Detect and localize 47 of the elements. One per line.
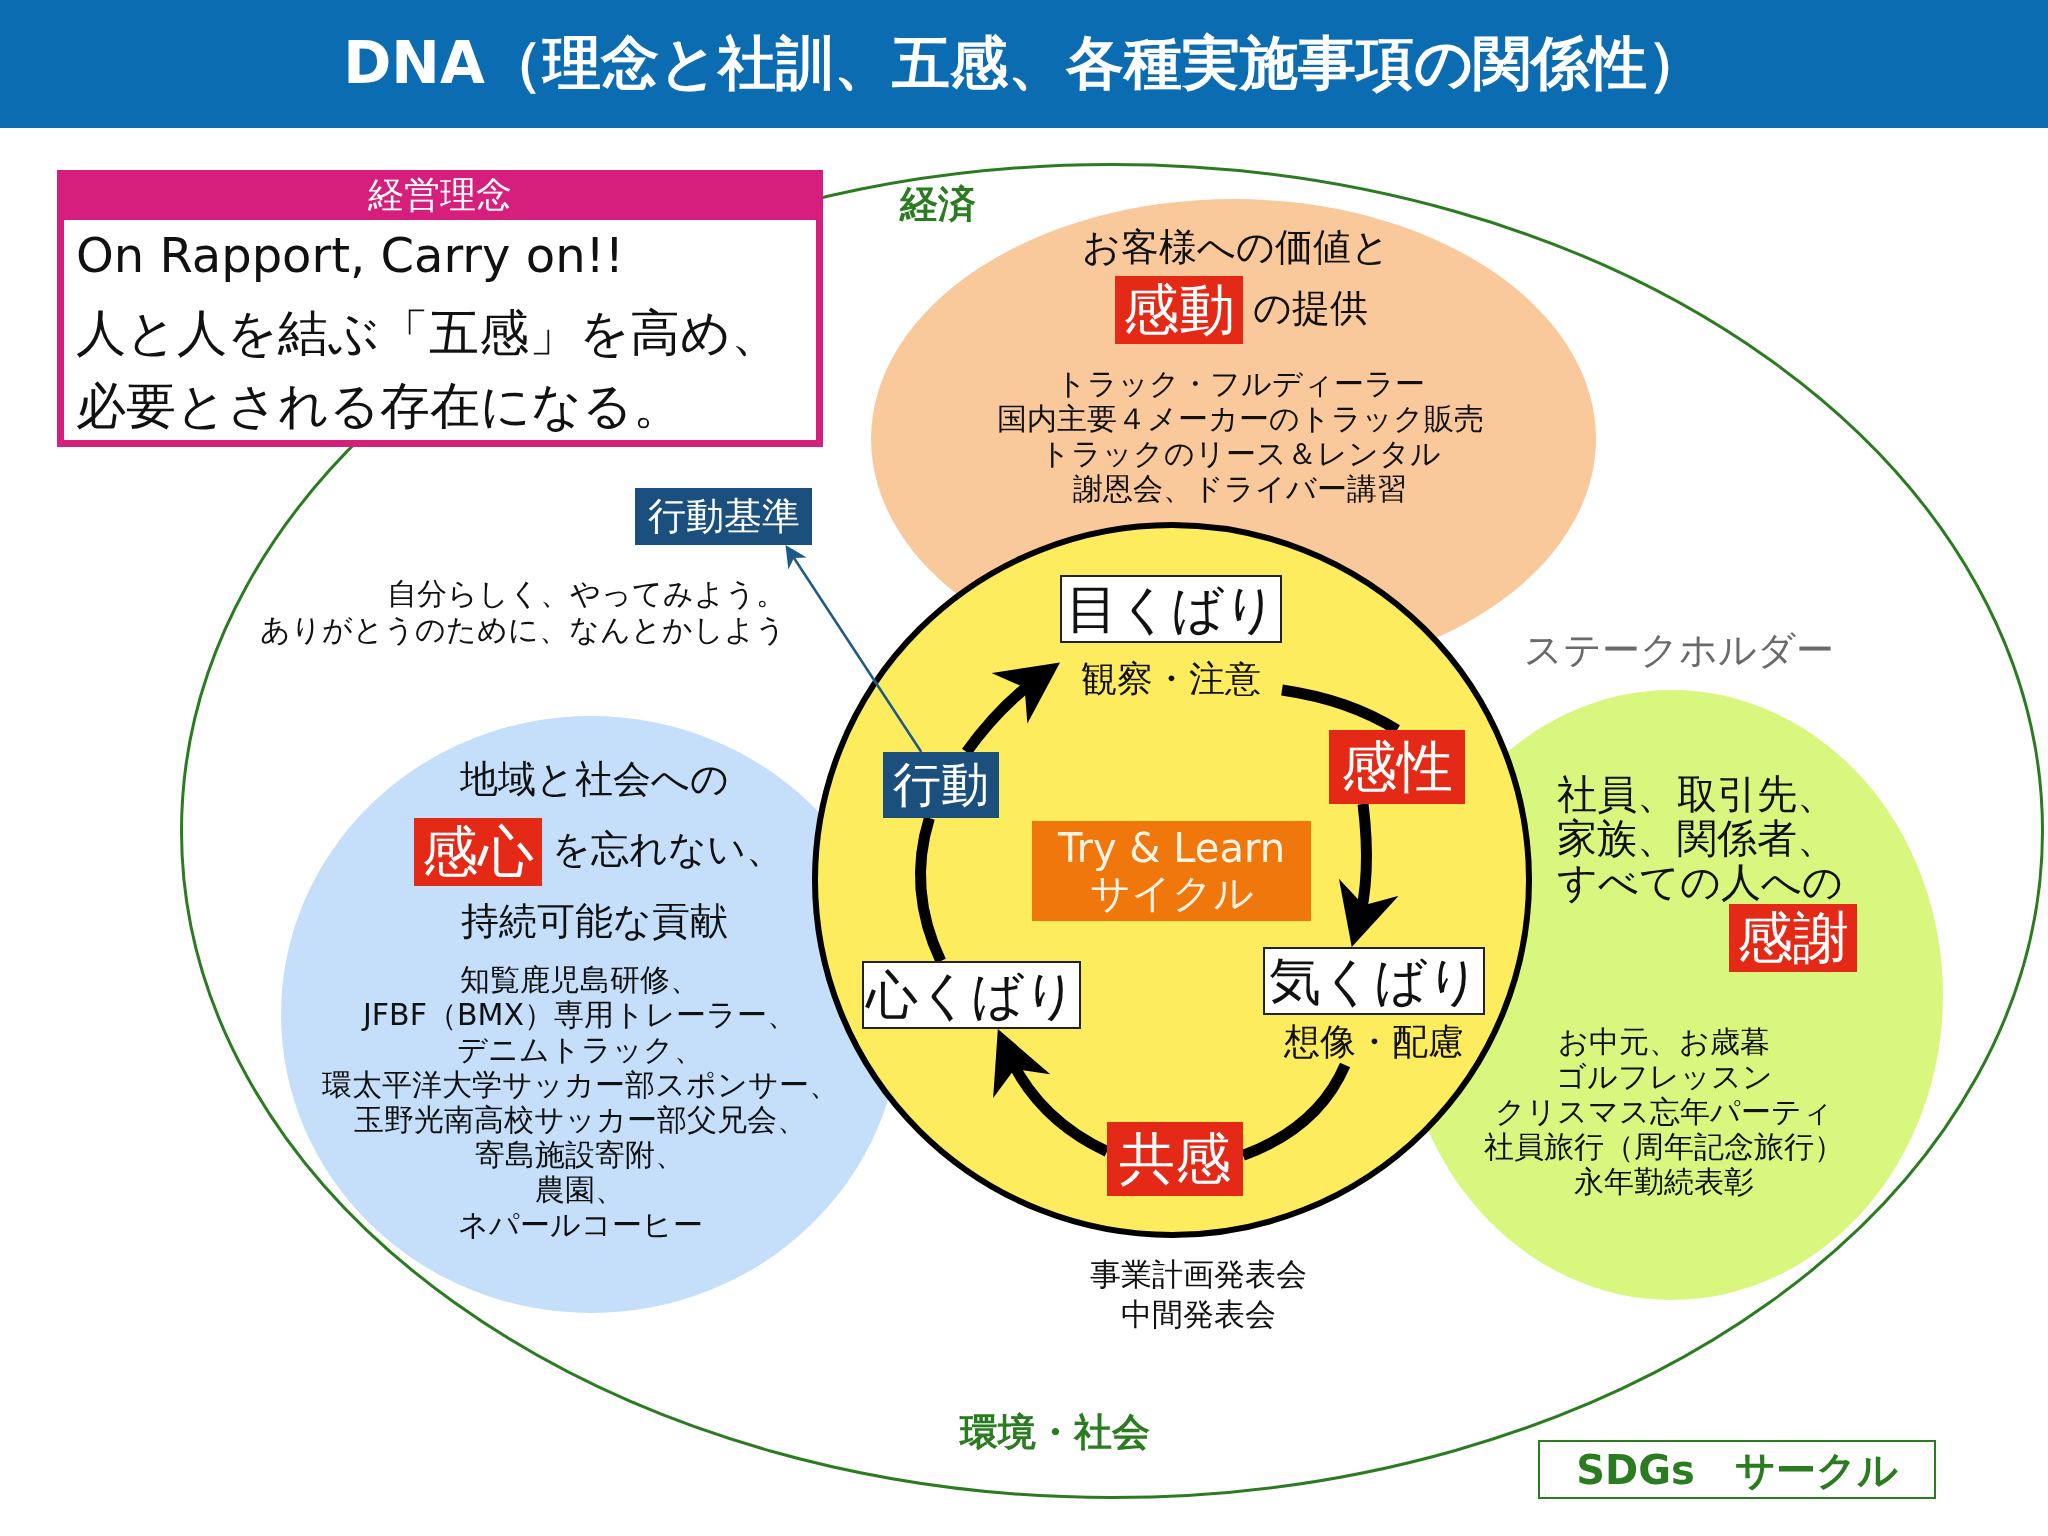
step-caption: 観察・注意 — [1081, 657, 1261, 701]
connector-line — [915, 816, 946, 964]
title-banner: DNA（理念と社訓、五感、各種実施事項の関係性） — [0, 0, 2048, 128]
event-text: 中間発表会 — [1120, 1296, 1276, 1334]
activity-item: 寄島施設寄附、 — [475, 1137, 685, 1173]
step-caption: 想像・配慮 — [1284, 1020, 1464, 1064]
activity-item: トラック・フルディーラー — [1055, 366, 1425, 402]
step-box: 気くばり — [1263, 947, 1485, 1015]
activity-item: お中元、お歳暮 — [1558, 1024, 1770, 1060]
activity-item: 玉野光南高校サッカー部父兄会、 — [353, 1102, 807, 1138]
arrow — [785, 545, 923, 753]
activity-item: 農園、 — [535, 1172, 625, 1208]
activity-item: ゴルフレッスン — [1555, 1059, 1773, 1095]
standard-tag: 行動基準 — [635, 488, 812, 545]
cycle-title-box: Try & Learn サイクル — [1032, 821, 1311, 921]
circle-heading: 地域と社会への感心を忘れない、持続可能な貢献 — [394, 744, 794, 956]
step-box: 心くばり — [862, 961, 1081, 1029]
activity-item: 国内主要４メーカーのトラック販売 — [996, 401, 1484, 437]
activity-item: JFBF（BMX）専用トレーラー、 — [363, 997, 797, 1033]
activity-item: デニムトラック、 — [456, 1032, 704, 1068]
arrow — [994, 1029, 1110, 1157]
step-box: 目くばり — [1060, 575, 1282, 643]
event-text: 事業計画発表会 — [1089, 1256, 1307, 1294]
activity-item: 知覧鹿児島研修、 — [460, 962, 700, 998]
activity-item: 社員旅行（周年記念旅行） — [1484, 1129, 1844, 1165]
sdgs-label-box: SDGs サークル — [1538, 1440, 1936, 1499]
emotion-tag: 感性 — [1329, 730, 1465, 804]
activity-item: ネパールコーヒー — [457, 1207, 703, 1243]
motto-text: ありがとうのために、なんとかしよう — [260, 612, 786, 648]
connector-line — [1240, 1062, 1351, 1161]
slogan-text: On Rapport, Carry on!! — [76, 227, 625, 285]
action-tag: 行動 — [883, 752, 999, 818]
activity-item: 環太平洋大学サッカー部スポンサー、 — [321, 1067, 839, 1103]
emotion-tag: 共感 — [1107, 1122, 1243, 1196]
activity-item: 永年勤続表彰 — [1574, 1164, 1754, 1200]
group-label: ステークホルダー — [1524, 628, 1834, 674]
mission-text: 人と人を結ぶ「五感」を高め、必要とされる存在になる。 — [76, 303, 782, 437]
philosophy-card — [57, 170, 823, 447]
motto-text: 自分らしく、やってみよう。 — [387, 576, 786, 612]
region-label: 環境・社会 — [960, 1410, 1150, 1456]
region-label: 経済 — [900, 182, 976, 228]
activity-item: トラックのリース＆レンタル — [1039, 436, 1441, 472]
circle-heading: お客様への価値と感動の提供 — [1081, 224, 1391, 344]
activity-item: 謝恩会、ドライバー講習 — [1073, 471, 1407, 507]
circle-heading: 社員、取引先、家族、関係者、すべての人への感謝 — [1557, 772, 1867, 972]
arrow — [1337, 803, 1398, 948]
activity-item: クリスマス忘年パーティ — [1495, 1094, 1833, 1130]
